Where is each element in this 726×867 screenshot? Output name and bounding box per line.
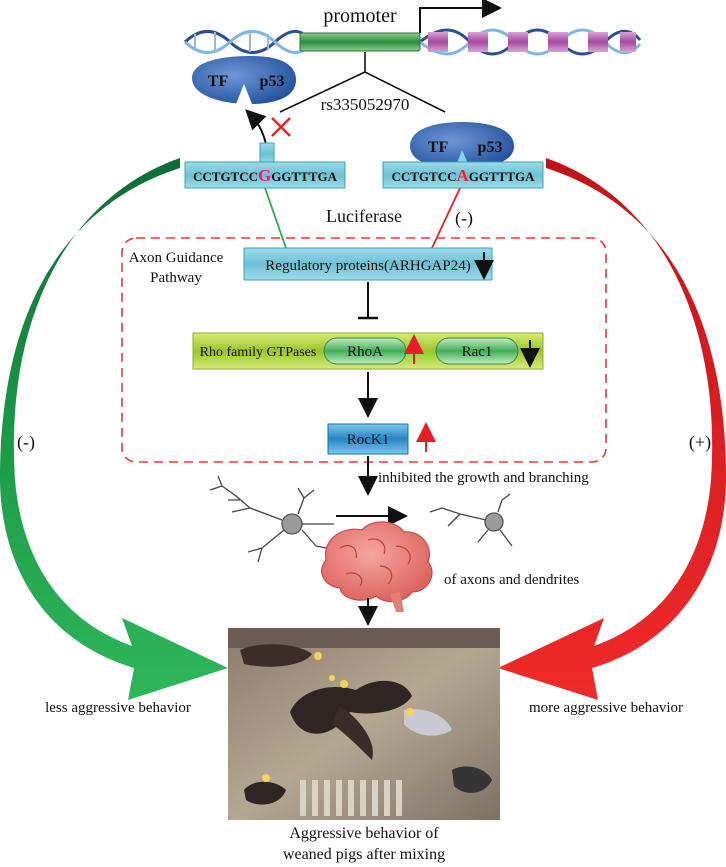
photo-caption-line1: Aggressive behavior of: [289, 825, 439, 842]
sequence-left-prefix: CCTGTCC: [193, 169, 258, 184]
pigs-photo: [228, 628, 500, 820]
sequence-left-suffix: GGTTTGA: [271, 169, 337, 184]
green-curved-arrow: [0, 158, 228, 700]
more-aggressive-label: more aggressive behavior: [529, 700, 683, 716]
pathway-dashed-box: [121, 237, 607, 463]
inhibited-text: inhibited the growth and branching: [378, 470, 589, 486]
less-aggressive-label: less aggressive behavior: [45, 700, 191, 716]
photo-caption-line2: weaned pigs after mixing: [283, 846, 445, 863]
dna-helix: [183, 28, 642, 56]
sequence-right: CCTGTCCAGGTTTGA: [391, 166, 535, 185]
regulatory-proteins-label: Regulatory proteins(ARHGAP24): [265, 258, 470, 274]
promoter-box: [299, 32, 421, 52]
right-sign: (+): [689, 432, 711, 453]
block-cross-icon: [271, 117, 291, 137]
rho-family-label: Rho family GTPases: [200, 345, 317, 360]
pathway-title-line2: Pathway: [150, 270, 202, 286]
snp-connector: [279, 52, 446, 113]
green-connector: [264, 187, 287, 249]
tf-label-left: TF: [208, 73, 229, 90]
tf-p53-complex-unbound: TF p53: [192, 56, 296, 104]
p53-label-left: p53: [260, 73, 285, 90]
brain-icon: [321, 521, 433, 612]
sequence-left-allele: G: [258, 166, 271, 185]
sequence-right-prefix: CCTGTCC: [391, 169, 456, 184]
left-sign: (-): [17, 432, 35, 453]
axons-text: of axons and dendrites: [444, 572, 580, 588]
rac1-label: Rac1: [462, 344, 493, 360]
promoter-label: promoter: [323, 5, 397, 27]
p53-label-right: p53: [478, 139, 503, 156]
rock1-label: RocK1: [347, 432, 390, 448]
tf-label-right: TF: [428, 139, 449, 156]
release-arrow: [245, 109, 267, 145]
sequence-bar-right: [382, 161, 544, 189]
regulatory-proteins-box: [243, 247, 493, 281]
luciferase-label: Luciferase: [326, 206, 402, 226]
rhoa-label: RhoA: [347, 344, 383, 360]
luciferase-effect-label: (-): [455, 208, 473, 229]
tf-p53-complex-bound: TF p53: [410, 122, 514, 168]
sequence-right-allele: A: [456, 166, 469, 185]
sequence-left: CCTGTCCGGGTTTGA: [193, 166, 338, 185]
rock1-box: [327, 423, 409, 455]
rac1-pill: [435, 337, 519, 365]
neuron-icon-right: [429, 493, 513, 547]
transcription-start-arrow: [419, 0, 502, 33]
red-curved-arrow: [498, 158, 726, 700]
sequence-right-suffix: GGTTTGA: [469, 169, 535, 184]
pathway-title-line1: Axon Guidance: [129, 250, 224, 266]
neuron-icon-left: [209, 475, 334, 563]
exon-boxes: [428, 32, 636, 52]
snp-label: rs335052970: [321, 95, 410, 114]
